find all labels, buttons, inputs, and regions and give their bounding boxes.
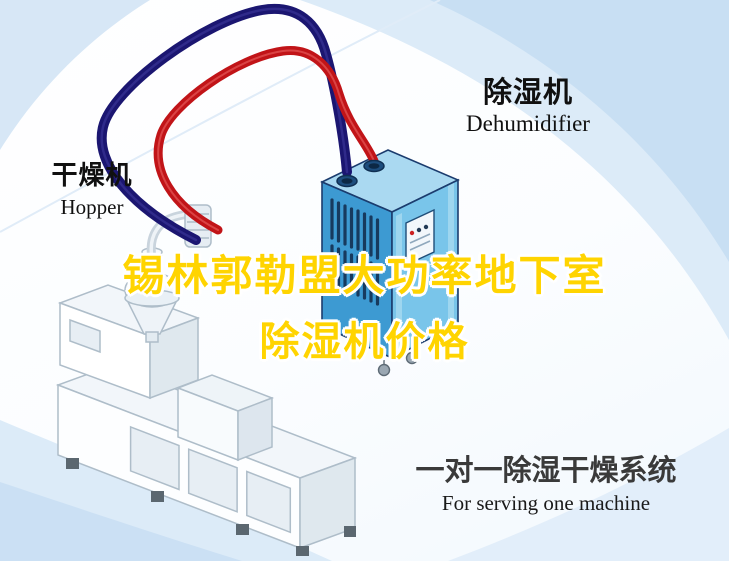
navy-hose <box>96 3 352 245</box>
system-label-en: For serving one machine <box>441 491 651 516</box>
hose-ports <box>336 159 385 188</box>
caster-wheels <box>323 327 457 377</box>
dehumidifier-illustration <box>320 149 460 377</box>
dehumidifier-label: 除湿机 Dehumidifier <box>455 77 601 137</box>
machine-panel <box>187 448 238 513</box>
dryer-label-en: Hopper <box>60 195 124 220</box>
corner-swoosh-bottom-right <box>448 428 729 561</box>
red-hose <box>153 45 379 235</box>
machine-panel <box>246 470 292 534</box>
dryer-label-zh: 干燥机 <box>51 161 133 191</box>
dehumidifier-label-zh: 除湿机 <box>482 75 573 109</box>
corner-swoosh-bottom-left-inner <box>0 482 242 561</box>
machine-feet <box>66 458 356 556</box>
main-title: 锡林郭勒盟大功率地下室 除湿机价格 <box>0 242 729 367</box>
main-title-line2: 除湿机价格 <box>259 319 470 365</box>
vent-grille <box>330 198 380 306</box>
head-vent <box>69 318 101 354</box>
corner-swoosh-top-right-inner <box>430 0 729 262</box>
hopper-funnel <box>124 247 180 343</box>
system-label-zh: 一对一除湿干燥系统 <box>415 453 677 487</box>
diagonal-hairline <box>0 0 441 233</box>
system-label: 一对一除湿干燥系统 For serving one machine <box>405 453 687 516</box>
main-title-line1: 锡林郭勒盟大功率地下室 <box>122 251 607 300</box>
machine-panel <box>129 425 180 491</box>
corner-swoosh-top-left <box>0 0 150 150</box>
extruder-machine-illustration <box>55 204 358 556</box>
dehumidifier-label-en: Dehumidifier <box>466 111 590 137</box>
dryer-label: 干燥机 Hopper <box>46 161 138 220</box>
side-stripe <box>448 183 454 325</box>
control-panel <box>405 208 435 267</box>
side-stripe <box>396 213 402 358</box>
